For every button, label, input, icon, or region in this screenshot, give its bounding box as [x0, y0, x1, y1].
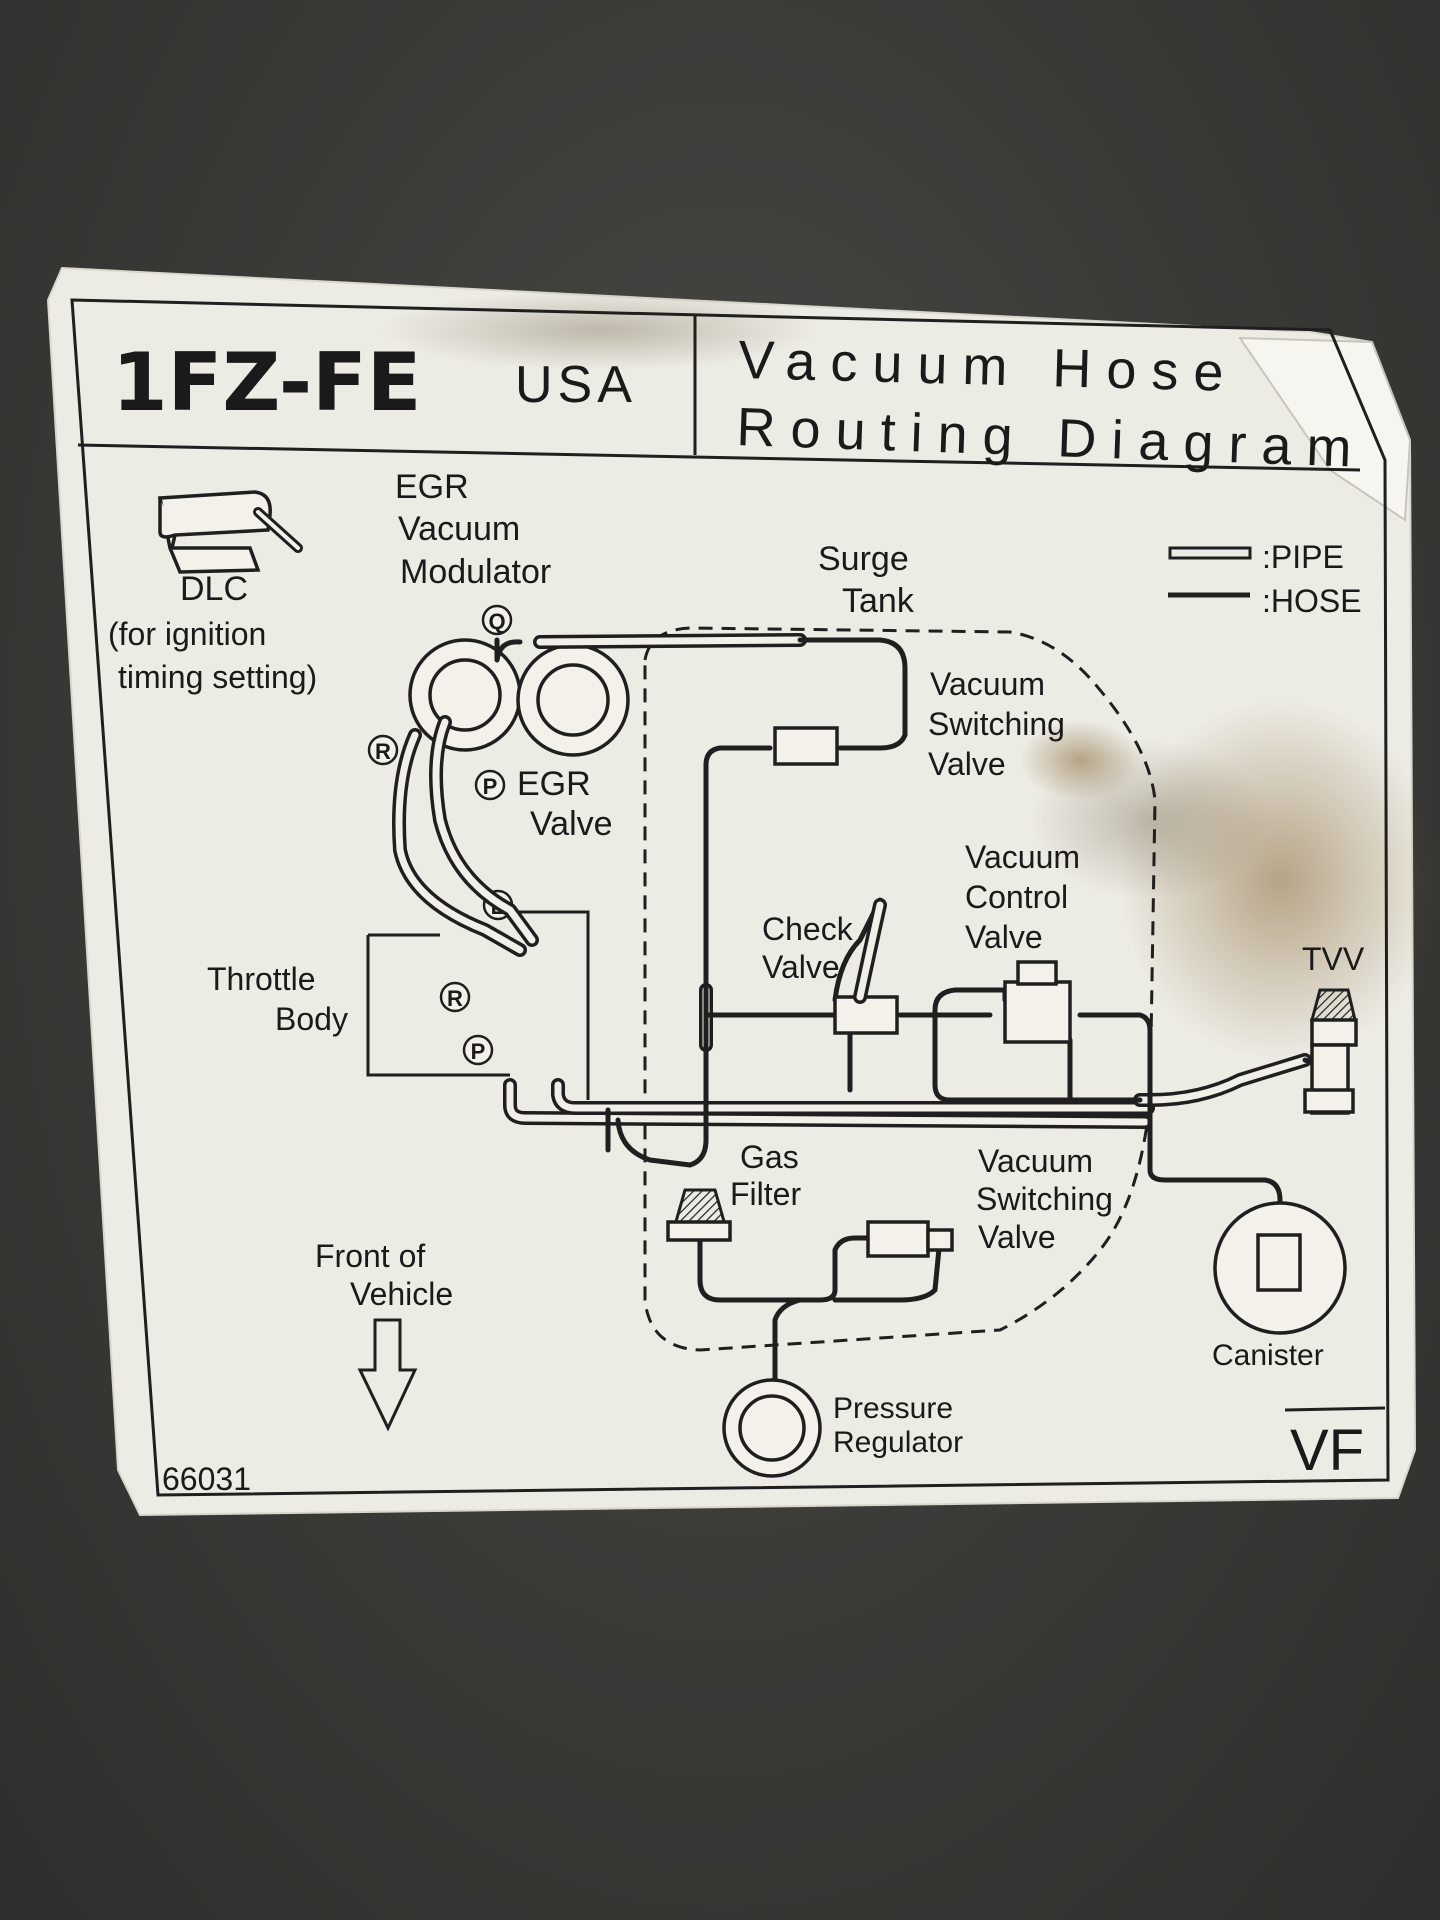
port-mark-q: Q	[481, 604, 513, 636]
pressure-regulator	[722, 1378, 822, 1478]
check-valve-label-1: Check	[762, 911, 854, 947]
egr-valve-label-1: EGR	[517, 765, 591, 803]
svg-text:P: P	[471, 1039, 486, 1064]
vacuum-pipes	[392, 633, 1312, 1129]
egr-valve	[516, 643, 630, 757]
header-divider	[77, 443, 1361, 472]
svg-text:R: R	[447, 986, 463, 1011]
legend-pipe-text: :PIPE	[1262, 539, 1344, 575]
legend-pipe-symbol	[1168, 546, 1252, 560]
port-mark-r-upper: R	[367, 734, 399, 766]
tvv	[1303, 988, 1358, 1115]
surge-tank-label-1: Surge	[818, 540, 909, 578]
gas-filter-label-1: Gas	[740, 1139, 799, 1175]
egr-valve-label-2: Valve	[530, 805, 613, 843]
vsv-lower-label-3: Valve	[978, 1219, 1056, 1255]
part-code: 66031	[162, 1461, 251, 1497]
stain	[1020, 720, 1140, 800]
vf-mark: VF	[1290, 1418, 1364, 1483]
canister-label: Canister	[1212, 1339, 1324, 1372]
vacuum-switching-valve-upper	[773, 726, 839, 766]
vsv-upper-label-3: Valve	[928, 746, 1006, 782]
vsv-lower-label-2: Switching	[976, 1181, 1113, 1217]
canister	[1213, 1201, 1347, 1335]
port-mark-p-lower: P	[462, 1034, 494, 1066]
vcv-label-1: Vacuum	[965, 839, 1080, 875]
front-of-vehicle-label-1: Front of	[315, 1238, 425, 1274]
label-frame	[70, 298, 1390, 1497]
vacuum-control-valve	[1003, 960, 1072, 1044]
vsv-upper-label-1: Vacuum	[930, 666, 1045, 702]
vcv-label-3: Valve	[965, 919, 1043, 955]
dlc-label: DLC	[180, 570, 248, 608]
svg-text:P: P	[483, 774, 498, 799]
vcv-label-2: Control	[965, 879, 1068, 915]
throttle-label-1: Throttle	[207, 961, 315, 997]
tvv-label: TVV	[1302, 941, 1365, 977]
pressure-regulator-label-2: Regulator	[833, 1426, 963, 1459]
egr-modulator-label-3: Modulator	[400, 553, 551, 591]
check-valve-label-2: Valve	[762, 949, 840, 985]
vf-box	[1284, 1406, 1386, 1412]
dlc-connector-icon	[157, 490, 303, 574]
svg-text:Q: Q	[488, 609, 505, 634]
egr-modulator-label-1: EGR	[395, 468, 469, 506]
egr-modulator-label-2: Vacuum	[398, 510, 520, 548]
title-line-1: Vacuum Hose	[738, 330, 1240, 403]
gas-filter	[666, 1188, 732, 1242]
peeled-corner	[1238, 336, 1412, 522]
svg-text:R: R	[375, 739, 391, 764]
engine-code: 1FZ-FE	[112, 336, 421, 429]
vsv-upper-label-2: Switching	[928, 706, 1065, 742]
label-sticker	[46, 266, 1417, 1517]
gas-filter-label-2: Filter	[730, 1176, 801, 1212]
throttle-label-2: Body	[275, 1001, 348, 1037]
front-of-vehicle-label-2: Vehicle	[350, 1276, 453, 1312]
front-arrow-icon	[357, 1318, 418, 1432]
dlc-note-2: timing setting)	[118, 659, 317, 695]
vacuum-switching-valve-lower	[866, 1220, 954, 1258]
dlc-note-1: (for ignition	[108, 616, 266, 652]
legend-hose-text: :HOSE	[1262, 583, 1362, 619]
check-valve	[833, 898, 899, 1035]
market-label: USA	[515, 356, 637, 414]
surge-tank-label-2: Tank	[842, 582, 915, 620]
port-mark-p-upper: P	[474, 769, 506, 801]
egr-modulator	[408, 638, 522, 752]
pressure-regulator-label-1: Pressure	[833, 1392, 953, 1425]
port-mark-r-lower: R	[439, 981, 471, 1013]
vsv-lower-label-1: Vacuum	[978, 1143, 1093, 1179]
vacuum-hoses	[494, 637, 1313, 1413]
throttle-body	[366, 910, 590, 1100]
